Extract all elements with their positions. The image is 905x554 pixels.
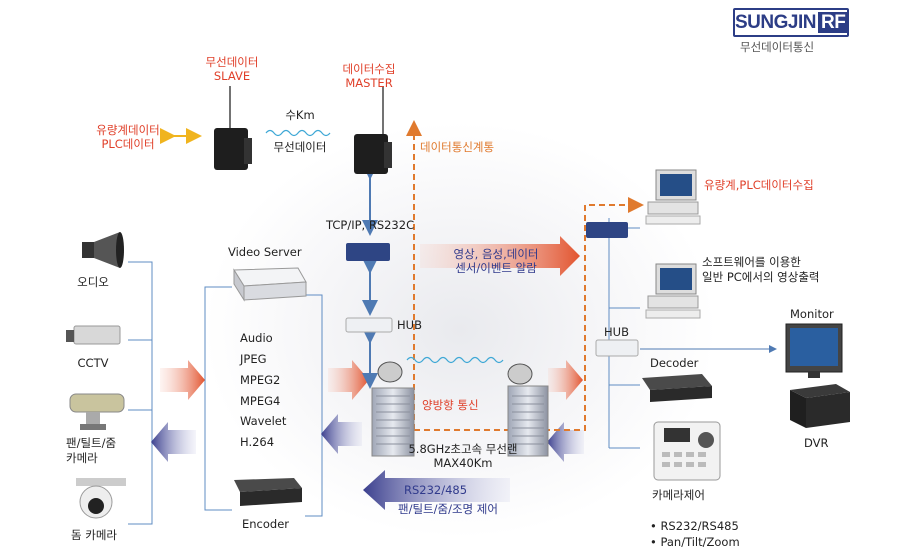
control-arrow — [363, 470, 510, 510]
flow-arrow-red — [160, 360, 205, 400]
controller-spec: • RS232/RS485 — [650, 519, 739, 533]
slave-label: 무선데이터 SLAVE — [200, 55, 264, 84]
slave-label-line-2: SLAVE — [213, 69, 251, 84]
hub-right-icon — [595, 339, 639, 357]
decoder-icon — [642, 374, 712, 402]
slave-label-line-1: 무선데이터 — [205, 55, 259, 69]
ptz-camera-icon — [69, 393, 125, 430]
dome-camera-icon — [76, 478, 126, 519]
master-label-line-1: 데이터수집 — [342, 62, 396, 76]
radio-spec-line-2: MAX40Km — [433, 456, 493, 471]
radio-spec-label: 5.8GHz초고속 무선랜 MAX40Km — [400, 442, 526, 471]
hub-right-label: HUB — [604, 325, 629, 339]
av-data-line-1: 영상, 음성,데이터 — [453, 247, 539, 261]
hub-center-label: HUB — [397, 318, 422, 332]
flow-arrow-red — [328, 360, 369, 400]
flow-arrow-blue — [151, 422, 196, 462]
tcpip-label: TCP/IP, RS232C — [326, 218, 415, 232]
radio-spec-line-1: 5.8GHz초고속 무선랜 — [408, 442, 518, 456]
controller-spec: • Pan/Tilt/Zoom — [650, 535, 740, 549]
video-server-icon — [233, 267, 307, 302]
codec-item: Wavelet — [240, 414, 287, 428]
radio-unit-right-icon — [507, 363, 549, 457]
source-audio-label: 오디오 — [77, 275, 109, 289]
pc-1-icon — [645, 169, 701, 225]
decoder-label: Decoder — [650, 356, 699, 370]
flow-arrow-blue — [547, 422, 584, 462]
encoder-label: Encoder — [242, 517, 290, 531]
master-radio-icon — [354, 86, 392, 174]
controller-label: 카메라제어 — [652, 488, 705, 502]
monitor-label: Monitor — [790, 307, 834, 321]
codec-item: MPEG2 — [240, 373, 281, 387]
radio-unit-left-icon — [371, 361, 415, 457]
codec-item: JPEG — [240, 352, 267, 366]
pc2-label-1: 소프트웨어를 이용한 — [702, 255, 801, 269]
pc-2-icon — [645, 263, 701, 319]
monitor-icon — [785, 323, 843, 378]
link-distance-label: 수Km — [285, 108, 315, 122]
ctrl-line-2: 팬/틸트/줌/조명 제어 — [398, 502, 498, 516]
meter-label: 유량계데이터 PLC데이터 — [88, 123, 168, 152]
codec-item: MPEG4 — [240, 394, 281, 408]
meter-label-line-1: 유량계데이터 — [96, 123, 160, 137]
codec-item: Audio — [240, 331, 273, 345]
av-data-line-2: 센서/이벤트 알람 — [455, 261, 537, 276]
meter-label-line-2: PLC데이터 — [101, 137, 155, 152]
master-label-line-2: MASTER — [345, 76, 393, 91]
master-label: 데이터수집 MASTER — [334, 62, 404, 91]
flow-arrow-red — [548, 360, 583, 400]
link-type-label: 무선데이터 — [273, 140, 327, 154]
hub-center-icon — [345, 317, 393, 333]
source-cctv-label: CCTV — [77, 356, 109, 370]
brand-subtitle: 무선데이터통신 — [740, 40, 815, 54]
video-server-title: Video Server — [228, 245, 302, 259]
av-data-arrow — [420, 236, 580, 276]
audio-speaker-icon — [82, 232, 124, 268]
converter-right-icon — [586, 222, 628, 238]
codec-item: H.264 — [240, 435, 275, 449]
data-comm-label: 데이터통신계통 — [420, 140, 495, 154]
slave-radio-icon — [214, 86, 252, 170]
serial-converter-icon — [346, 243, 390, 261]
source-ptz-label: 팬/틸트/줌 카메라 — [66, 436, 117, 465]
bidir-label: 양방향 통신 — [422, 398, 479, 412]
flow-arrow-blue — [321, 414, 362, 454]
ctrl-line-1: RS232/485 — [404, 483, 468, 497]
source-dome-label: 돔 카메라 — [71, 528, 117, 542]
av-data-label: 영상, 음성,데이터 센서/이벤트 알람 — [436, 247, 556, 276]
logo-rf-text: RF — [817, 12, 849, 33]
pc1-label: 유량계,PLC데이터수집 — [704, 178, 814, 192]
pc2-label-2: 일반 PC에서의 영상출력 — [702, 270, 820, 284]
dvr-icon — [790, 384, 850, 428]
cctv-camera-icon — [66, 325, 121, 345]
camera-controller-icon — [653, 421, 721, 481]
encoder-icon — [234, 478, 302, 506]
dvr-label: DVR — [804, 436, 829, 450]
logo-main-text: SUNGJIN — [735, 12, 816, 33]
